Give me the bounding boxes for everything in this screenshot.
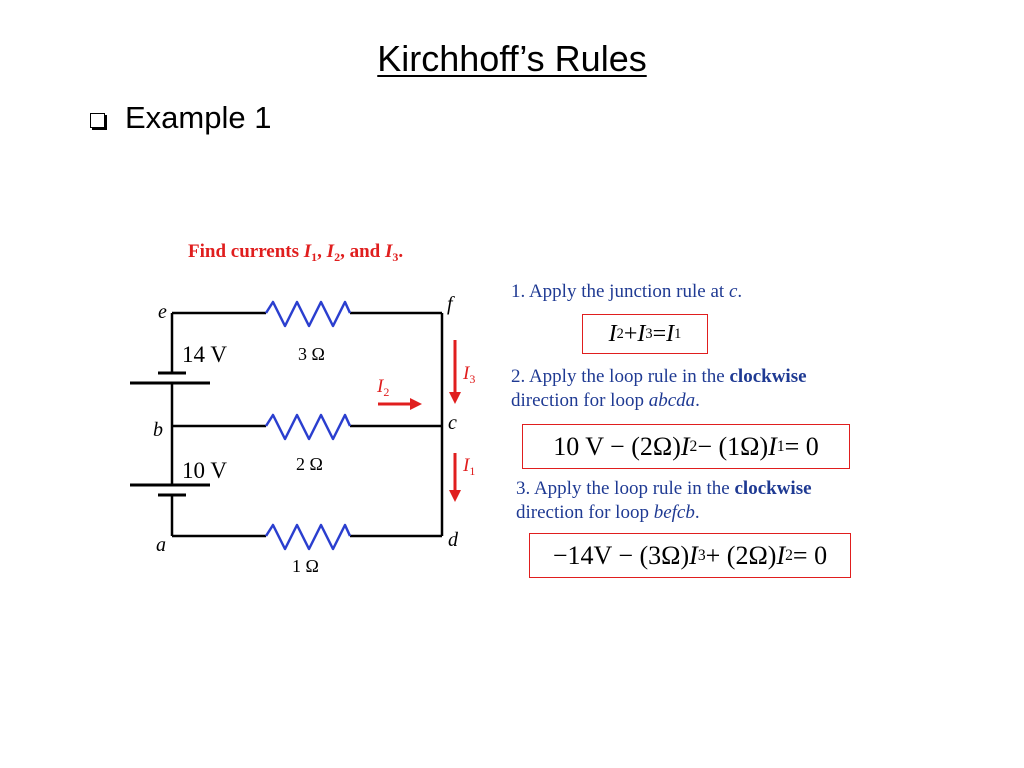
step-1-text: 1. Apply the junction rule at c.: [511, 281, 743, 302]
current-i1-arrow: [449, 453, 461, 502]
node-f-label: f: [447, 293, 455, 315]
square-bullet-icon: [90, 112, 105, 128]
step-3-text: 3. Apply the loop rule in the clockwise …: [516, 478, 812, 523]
resistor-2ohm-label: 2 Ω: [296, 454, 323, 474]
node-b-label: b: [153, 419, 163, 441]
battery-14v-label: 14 V: [182, 342, 227, 367]
node-d-label: d: [448, 529, 459, 551]
resistor-3ohm-label: 3 Ω: [298, 344, 325, 364]
node-c-label: c: [448, 412, 457, 434]
bullet-text: Example 1: [125, 100, 272, 135]
battery-10v-label: 10 V: [182, 458, 227, 483]
current-i2-label: I2: [376, 376, 389, 399]
current-i2-arrow: [378, 398, 422, 410]
node-e-label: e: [158, 301, 167, 323]
resistor-1ohm-label: 1 Ω: [292, 556, 319, 576]
resistor-3ohm: [264, 300, 352, 328]
battery-14v: [130, 371, 210, 385]
node-a-label: a: [156, 534, 166, 556]
circuit-wires: [170, 311, 444, 538]
bullet-item: Example 1: [90, 100, 271, 136]
current-i1-label: I1: [462, 455, 475, 478]
battery-10v: [130, 483, 210, 497]
current-i3-label: I3: [462, 363, 475, 386]
resistor-1ohm: [264, 523, 352, 551]
diagram-heading: Find currents I1, I2, and I3.: [188, 241, 403, 264]
resistor-2ohm: [264, 413, 352, 441]
slide-title: Kirchhoff’s Rules: [377, 38, 647, 79]
current-i3-arrow: [449, 340, 461, 404]
step-2-text: 2. Apply the loop rule in the clockwise …: [511, 366, 807, 411]
